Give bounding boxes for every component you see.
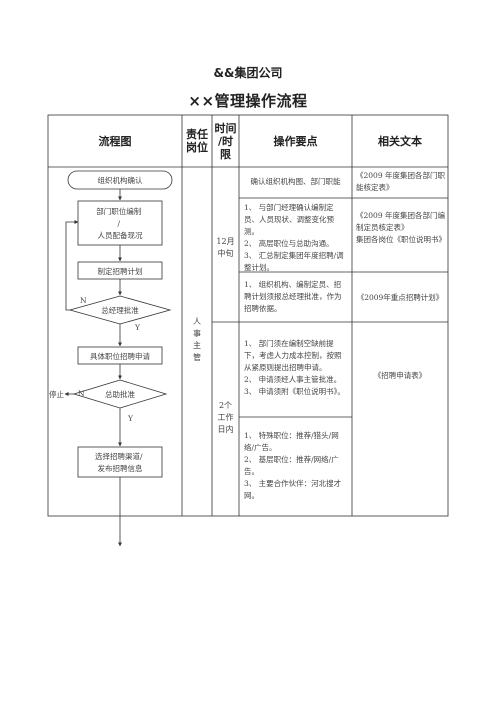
flowchart: 组织机构确认 部门职位编制 / 人员配备现况 制定招聘计划 总经理批准 N Y	[49, 170, 173, 547]
points-row-4-item-3: 3、 申请须附《职位说明书》。	[244, 387, 345, 396]
header-flowchart: 流程图	[98, 135, 132, 148]
flow-node-staffing-status[interactable]	[77, 200, 163, 246]
docs-row-2: 《2009 年度集团各部门编制定员核定表》 集团各岗位《职位说明书》	[356, 210, 446, 246]
header-position-line2: 岗位	[186, 141, 208, 154]
points-row-1-text: 确认组织机构图、部门职能	[250, 177, 341, 186]
points-row-5-item-3: 3、 主要合作伙伴：河北搜才网。	[244, 479, 342, 500]
flow-node-hiring-plan-label: 制定招聘计划	[98, 266, 143, 276]
time-limit-1-line2: 中旬	[217, 249, 234, 258]
points-row-2-item-2: 2、 高层职位与总助沟通。	[244, 239, 334, 248]
points-row-4-item-1: 1、 部门须在编制空缺前提下，考虑人力成本控制，按照从紧原则提出招聘申请。	[244, 339, 342, 372]
time-limit-1-line1: 12月	[216, 237, 235, 246]
loop-no-label: N	[80, 296, 87, 305]
flow-node-channel-select[interactable]	[77, 446, 163, 478]
docs-row-1-text: 《2009 年度集团各部门职能核定表》	[356, 171, 445, 192]
time-limit-2-line2: 工作	[217, 413, 234, 422]
docs-row-1: 《2009 年度集团各部门职能核定表》	[356, 170, 446, 194]
stop-label: 停止	[49, 389, 64, 399]
points-row-1: 确认组织机构图、部门职能	[240, 176, 351, 188]
header-time: 时间 /时 限	[212, 122, 239, 161]
docs-row-4-text: 《招聘申请表》	[373, 371, 427, 380]
time-limit-2: 2个 工作 日内	[212, 400, 239, 436]
header-position: 责任 岗位	[182, 128, 212, 154]
flow-decision-gm-approval-label: 总经理批准	[101, 305, 139, 315]
time-limit-1: 12月 中旬	[212, 236, 239, 260]
points-row-2-item-1: 1、 与部门经理确认编制定员、人员现状、调整变化预测。	[244, 203, 334, 236]
header-docs: 相关文本	[378, 135, 422, 148]
assistant-no-label: N	[78, 389, 85, 398]
docs-row-3: 《2009年重点招聘计划》	[352, 292, 448, 304]
header-time-line2: /时	[217, 135, 234, 148]
responsible-position: 人 事 主 管	[182, 316, 212, 364]
flow-node-staffing-status-label: 部门职位编制 / 人员配备现况	[96, 206, 143, 240]
points-row-3: 1、 组织机构、编制定员、招聘计划须报总经理批准，作为招聘依据。	[244, 279, 348, 315]
company-name: &&集团公司	[213, 66, 283, 80]
header-time-line1: 时间	[214, 122, 237, 135]
position-char-1: 人	[193, 317, 201, 326]
flow-decision-assistant-approval-label: 总助批准	[105, 389, 135, 399]
flow-node-org-confirm-label: 组织机构确认	[98, 175, 143, 185]
docs-row-2-text-1: 《2009 年度集团各部门编制定员核定表》	[356, 211, 445, 232]
points-row-5: 1、 特殊职位：推荐/猎头/网络/广告。 2、 基层职位：推荐/网络/广告。 3…	[244, 430, 348, 502]
docs-row-4: 《招聘申请表》	[352, 370, 448, 382]
header-position-line1: 责任	[186, 128, 208, 141]
docs-row-3-text: 《2009年重点招聘计划》	[356, 293, 444, 302]
points-row-5-item-2: 2、 基层职位：推荐/网络/广告。	[244, 455, 339, 476]
position-char-4: 管	[193, 353, 201, 362]
position-char-3: 主	[193, 341, 201, 350]
flow-node-channel-select-label: 选择招聘渠道/ 发布招聘信息	[95, 451, 145, 473]
points-row-5-item-1: 1、 特殊职位：推荐/猎头/网络/广告。	[244, 431, 339, 452]
assistant-yes-label: Y	[127, 414, 134, 423]
table-grid	[47, 114, 449, 517]
points-row-2: 1、 与部门经理确认编制定员、人员现状、调整变化预测。 2、 高层职位与总助沟通…	[244, 202, 348, 274]
flow-node-position-request-label: 具体职位招聘申请	[90, 351, 150, 361]
document-title: ××管理操作流程	[188, 92, 308, 110]
time-limit-2-line3: 日内	[217, 425, 234, 434]
points-row-4-item-2: 2、 申请须经人事主管批准。	[244, 375, 342, 384]
header-points: 操作要点	[273, 135, 318, 148]
docs-row-2-text-2: 集团各岗位《职位说明书》	[356, 235, 446, 244]
gm-yes-label: Y	[134, 323, 141, 332]
points-row-3-item-1: 1、 组织机构、编制定员、招聘计划须报总经理批准，作为招聘依据。	[244, 280, 342, 313]
points-row-4: 1、 部门须在编制空缺前提下，考虑人力成本控制，按照从紧原则提出招聘申请。 2、…	[244, 338, 348, 398]
header-time-line3: 限	[220, 148, 231, 161]
position-char-2: 事	[193, 329, 201, 338]
time-limit-2-line1: 2个	[218, 401, 233, 410]
points-row-2-item-3: 3、 汇总制定集团年度招聘/调整计划。	[244, 251, 344, 272]
